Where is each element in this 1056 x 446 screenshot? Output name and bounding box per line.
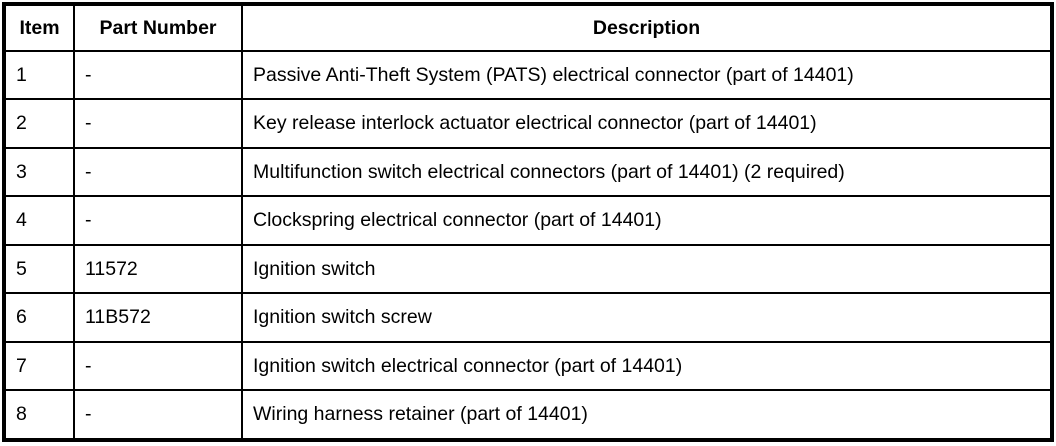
description-cell: Wiring harness retainer (part of 14401) (241, 389, 1053, 441)
table-row: 4 - Clockspring electrical connector (pa… (3, 195, 1053, 246)
column-header-item: Item (3, 3, 75, 52)
part-number-cell: - (73, 98, 243, 149)
description-cell: Passive Anti-Theft System (PATS) electri… (241, 49, 1053, 101)
part-number-cell: - (73, 389, 243, 441)
description-cell: Ignition switch electrical connector (pa… (241, 340, 1053, 392)
item-cell: 3 (3, 146, 75, 198)
description-cell: Key release interlock actuator electrica… (241, 98, 1053, 149)
description-cell: Ignition switch screw (241, 292, 1053, 343)
description-cell: Multifunction switch electrical connecto… (241, 146, 1053, 198)
part-number-cell: - (73, 195, 243, 246)
part-number-cell: - (73, 49, 243, 101)
item-cell: 6 (3, 292, 75, 343)
item-cell: 4 (3, 195, 75, 246)
description-cell: Ignition switch (241, 243, 1053, 295)
part-number-cell: - (73, 340, 243, 392)
table-row: 5 11572 Ignition switch (3, 243, 1053, 295)
part-number-cell: 11B572 (73, 292, 243, 343)
part-number-cell: 11572 (73, 243, 243, 295)
item-cell: 7 (3, 340, 75, 392)
table-row: 6 11B572 Ignition switch screw (3, 292, 1053, 343)
description-cell: Clockspring electrical connector (part o… (241, 195, 1053, 246)
column-header-part-number: Part Number (73, 3, 243, 52)
table-row: 3 - Multifunction switch electrical conn… (3, 146, 1053, 198)
item-cell: 5 (3, 243, 75, 295)
item-cell: 8 (3, 389, 75, 441)
table-row: 7 - Ignition switch electrical connector… (3, 340, 1053, 392)
part-number-cell: - (73, 146, 243, 198)
table-header-row: Item Part Number Description (3, 3, 1053, 52)
table-row: 1 - Passive Anti-Theft System (PATS) ele… (3, 49, 1053, 101)
item-cell: 1 (3, 49, 75, 101)
item-cell: 2 (3, 98, 75, 149)
table-row: 8 - Wiring harness retainer (part of 144… (3, 389, 1053, 441)
column-header-description: Description (241, 3, 1053, 52)
table-row: 2 - Key release interlock actuator elect… (3, 98, 1053, 149)
